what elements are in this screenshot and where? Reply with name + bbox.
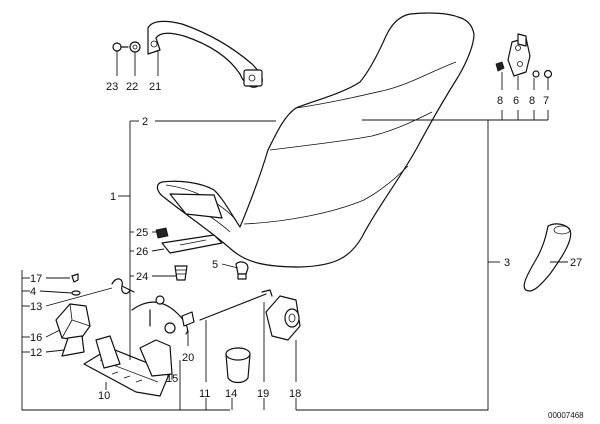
bracket-16-drawing: [55, 303, 91, 341]
washer-22-drawing: [129, 41, 141, 53]
callout-13: 13: [30, 301, 42, 313]
callout-10: 10: [98, 390, 110, 402]
knob-5-drawing: [235, 261, 249, 280]
strip-26-drawing: [161, 234, 223, 254]
callout-6a: 6: [513, 95, 519, 107]
callout-11: 11: [199, 388, 210, 400]
callout-labels: 23 22 21 2 1 25 26 24 5 8 6 8 7 3 27 17 …: [30, 81, 584, 420]
washer-8-drawing: [532, 70, 540, 78]
spring-13-drawing: [111, 278, 135, 295]
callout-8a: 8: [497, 95, 503, 107]
callout-2: 2: [142, 116, 148, 128]
callout-26: 26: [136, 246, 148, 258]
callout-3: 3: [504, 257, 510, 269]
nut-8-drawing: [495, 61, 505, 72]
rod-19-drawing: [199, 289, 273, 321]
screw-23-drawing: [112, 42, 129, 52]
callout-18: 18: [289, 388, 301, 400]
callout-5: 5: [212, 259, 218, 271]
callout-24: 24: [136, 271, 148, 283]
washer-4-drawing: [71, 290, 81, 296]
bolt-17-drawing: [71, 273, 79, 283]
callout-14: 14: [225, 388, 237, 400]
base-plate-10-drawing: [83, 335, 173, 397]
callout-17: 17: [30, 273, 42, 285]
callout-21: 21: [149, 81, 161, 93]
nut-7-drawing: [543, 69, 553, 79]
seat-drawing: [156, 12, 475, 268]
callout-22: 22: [126, 81, 138, 93]
cap-14-drawing: [225, 347, 251, 384]
leader-lines: [21, 50, 568, 411]
lever-11-drawing: [131, 295, 189, 335]
callout-20: 20: [182, 352, 194, 364]
clip-25-drawing: [155, 227, 169, 239]
callout-27: 27: [570, 257, 582, 269]
callout-8b: 8: [529, 95, 535, 107]
callout-15: 15: [166, 373, 178, 385]
grab-handle-drawing: [147, 20, 263, 88]
lock-18-drawing: [265, 295, 301, 341]
callout-7: 7: [543, 95, 549, 107]
strap-27-drawing: [523, 223, 572, 292]
callout-16: 16: [30, 332, 42, 344]
hinge-bracket-drawing: [507, 33, 531, 77]
buffer-24-drawing: [174, 265, 188, 281]
pin-20-drawing: [181, 311, 195, 327]
callout-19: 19: [257, 388, 269, 400]
callout-1: 1: [110, 191, 116, 203]
callout-12: 12: [30, 347, 42, 359]
callout-4: 4: [30, 286, 36, 298]
support-12-drawing: [61, 335, 85, 357]
callout-23: 23: [106, 81, 118, 93]
reference-number: 00007468: [548, 411, 584, 420]
callout-25: 25: [136, 227, 148, 239]
